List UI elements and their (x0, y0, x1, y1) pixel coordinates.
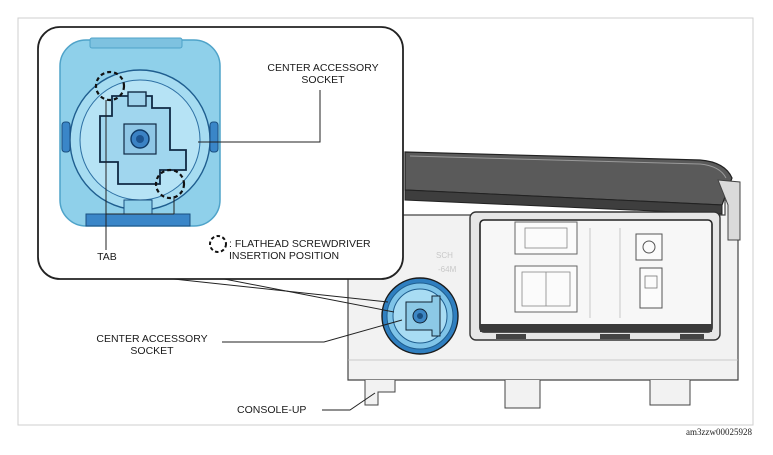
figure-frame (17, 17, 754, 426)
screwdriver-position-marker (154, 168, 186, 200)
tab-label: TAB (97, 251, 117, 263)
legend-label-line2: INSERTION POSITION (229, 250, 340, 262)
socket-enlarged (59, 37, 221, 227)
legend-label: : FLATHEAD SCREWDRIVER INSERTION POSITIO… (229, 238, 371, 262)
svg-text:-64M: -64M (438, 265, 457, 274)
svg-text:SCH: SCH (436, 251, 453, 260)
screwdriver-position-marker (94, 70, 126, 102)
inset-socket-label-line1: CENTER ACCESSORY (267, 62, 379, 74)
leader-main-socket (222, 319, 403, 343)
main-socket-label-line1: CENTER ACCESSORY (96, 333, 208, 345)
socket-installed (381, 277, 459, 355)
detail-inset (37, 26, 404, 280)
legend-label-line1: : FLATHEAD SCREWDRIVER (229, 238, 371, 250)
inset-socket-label: CENTER ACCESSORY SOCKET (258, 62, 388, 86)
legend-dashed-circle-icon (209, 235, 227, 253)
main-socket-label: CENTER ACCESSORY SOCKET (82, 333, 222, 357)
leader-inset-socket (198, 90, 321, 143)
inset-socket-label-line2: SOCKET (301, 74, 345, 86)
figure-code: am3zzw00025928 (686, 427, 752, 437)
console-label: CONSOLE-UP (237, 404, 307, 416)
leader-console (322, 392, 376, 411)
main-socket-label-line2: SOCKET (130, 345, 174, 357)
